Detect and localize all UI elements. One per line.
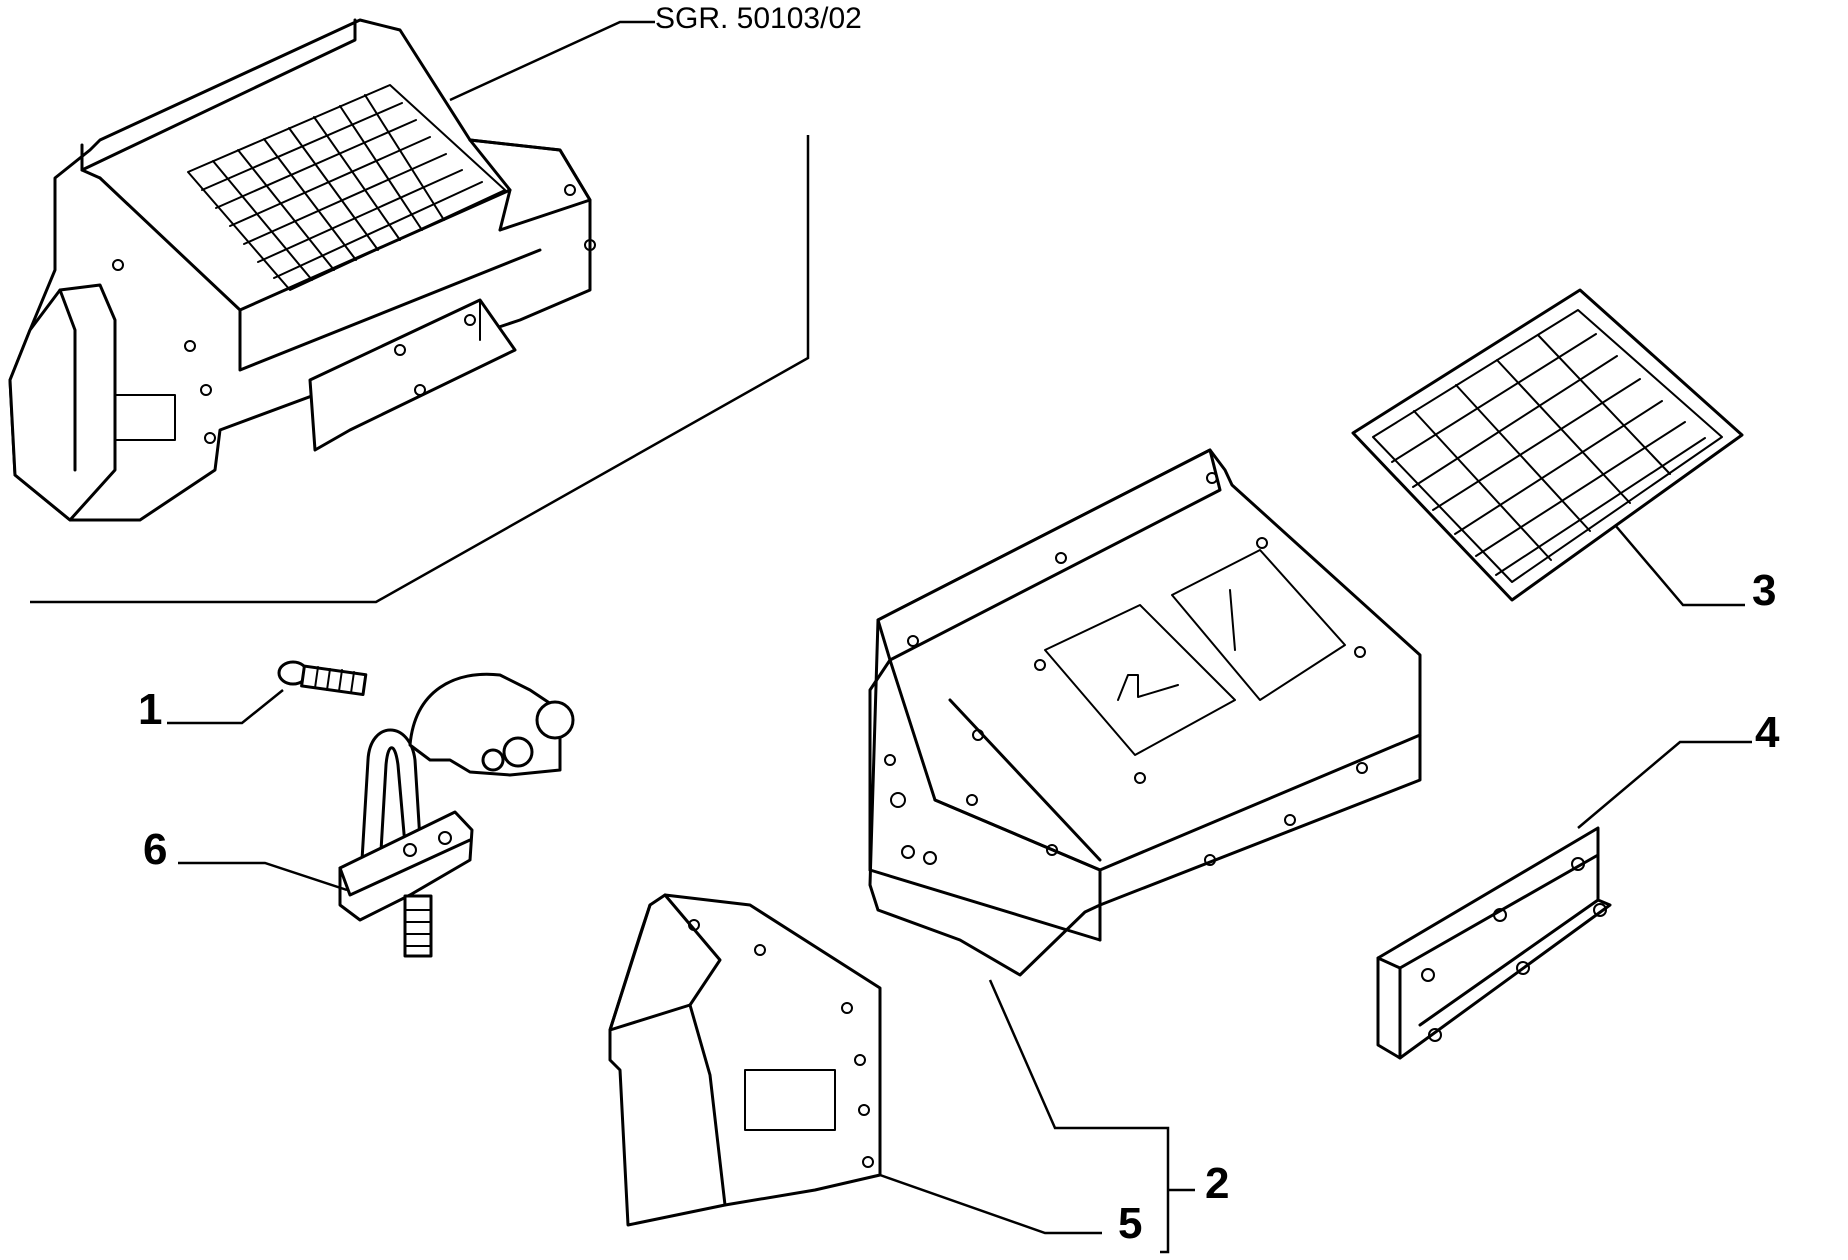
part-6-pipe-fitting (338, 672, 575, 958)
callout-6: 6 (143, 825, 167, 874)
part-1-screw (277, 660, 368, 697)
assembled-housing-reference (8, 18, 810, 604)
callout-4: 4 (1755, 708, 1780, 757)
callout-2: 2 (1205, 1159, 1229, 1208)
callout-1: 1 (138, 685, 162, 734)
part-3-grille (1351, 288, 1744, 602)
part-4-bracket (1376, 826, 1612, 1060)
reference-label: SGR. 50103/02 (655, 2, 862, 35)
callout-5: 5 (1118, 1199, 1142, 1248)
callout-3: 3 (1752, 566, 1776, 615)
part-5-side-cover (608, 893, 882, 1227)
leader-lines (167, 20, 1752, 1254)
part-2-housing (868, 448, 1422, 977)
